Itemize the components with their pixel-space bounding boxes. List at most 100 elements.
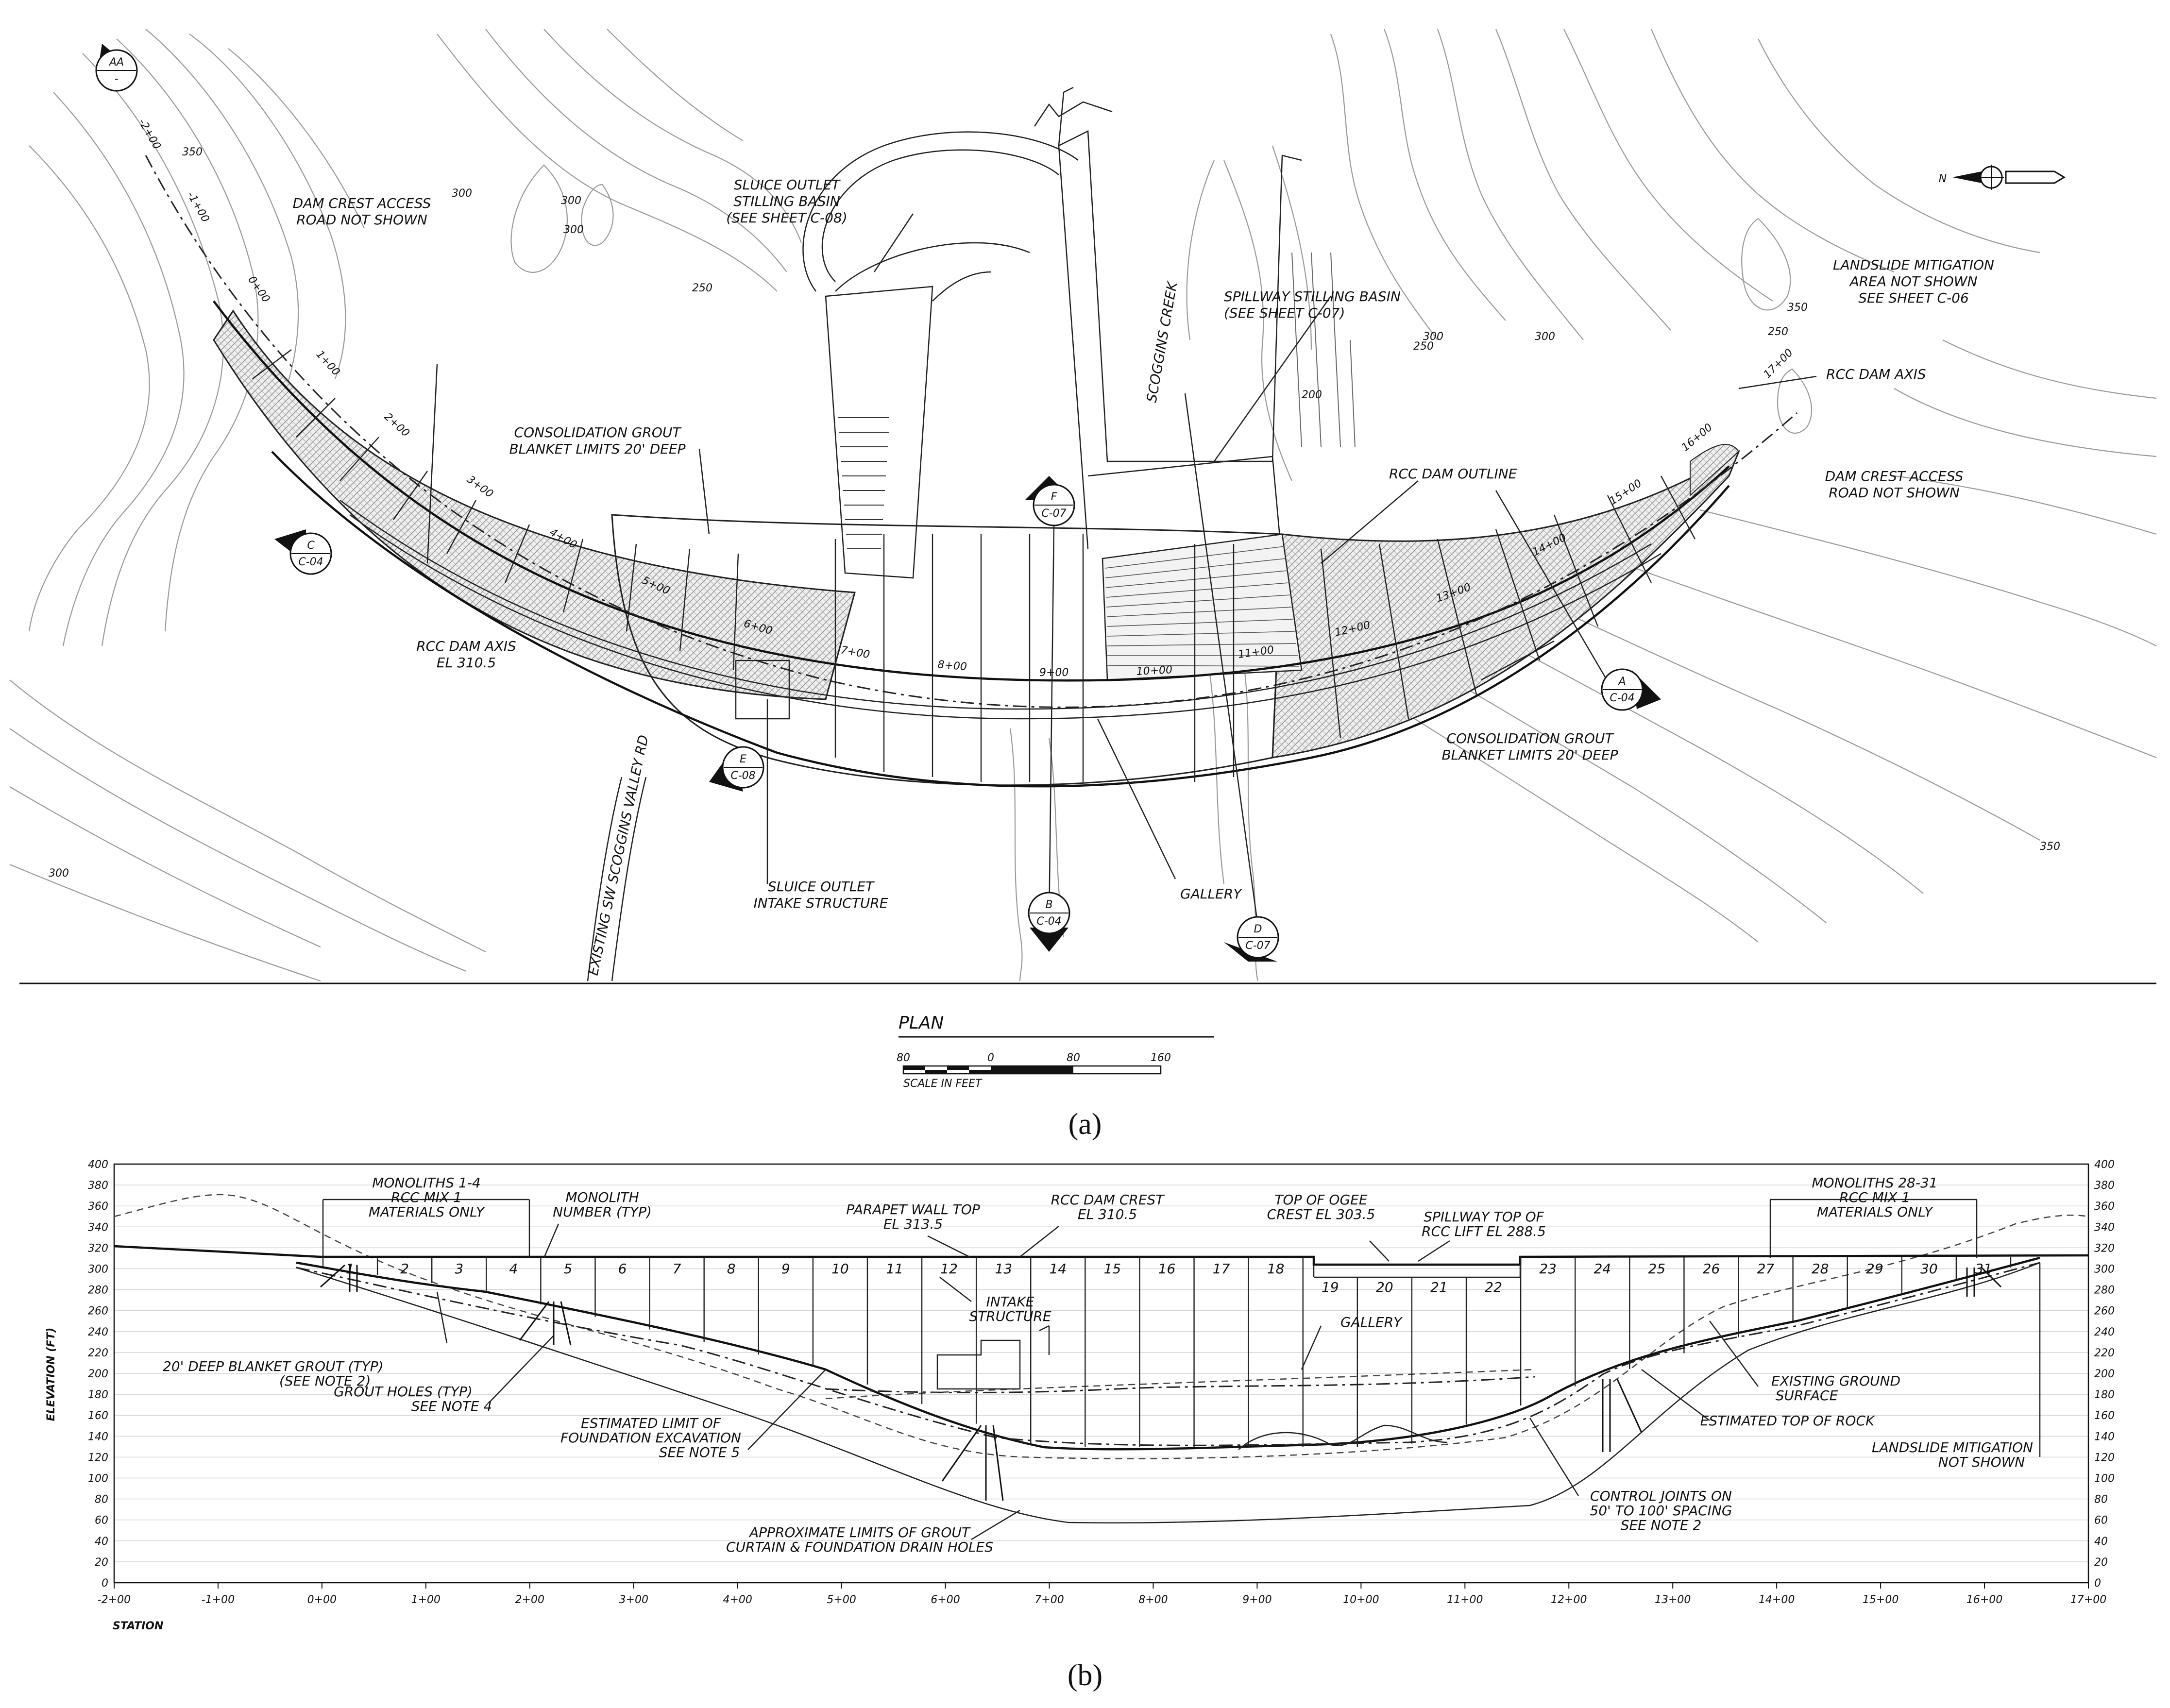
profile-labels: MONOLITHS 1-4 RCC MIX 1 MATERIALS ONLY M… <box>163 1175 2033 1555</box>
svg-text:ESTIMATED LIMIT OF: ESTIMATED LIMIT OF <box>581 1415 721 1431</box>
monolith-number: 25 <box>1648 1261 1666 1277</box>
svg-text:STRUCTURE: STRUCTURE <box>969 1308 1051 1324</box>
svg-text:EL 310.5: EL 310.5 <box>1078 1206 1137 1222</box>
svg-text:300: 300 <box>49 867 69 879</box>
svg-text:RCC DAM OUTLINE: RCC DAM OUTLINE <box>1389 466 1517 482</box>
svg-text:RCC MIX 1: RCC MIX 1 <box>1839 1189 1910 1205</box>
svg-text:C-04: C-04 <box>1036 915 1061 928</box>
svg-text:SEE NOTE 4: SEE NOTE 4 <box>411 1398 492 1414</box>
y-tick-label: 320 <box>88 1242 108 1254</box>
svg-text:MATERIALS ONLY: MATERIALS ONLY <box>1817 1204 1933 1220</box>
svg-text:BLANKET LIMITS 20' DEEP: BLANKET LIMITS 20' DEEP <box>509 441 685 457</box>
x-tick-label: -2+00 <box>98 1594 131 1606</box>
y-tick-label: 320 <box>2094 1242 2115 1254</box>
svg-text:MONOLITHS 28-31: MONOLITHS 28-31 <box>1812 1175 1937 1191</box>
svg-text:NOT SHOWN: NOT SHOWN <box>1938 1454 2025 1470</box>
road-edge <box>587 777 623 981</box>
y-tick-label: 260 <box>2094 1305 2115 1318</box>
svg-text:80: 80 <box>897 1052 910 1064</box>
x-tick-label: 16+00 <box>1967 1594 2002 1606</box>
y-tick-label: 140 <box>2094 1431 2115 1443</box>
svg-text:GALLERY: GALLERY <box>1180 886 1242 902</box>
svg-text:(SEE SHEET C-07): (SEE SHEET C-07) <box>1224 305 1345 321</box>
y-tick-label: 360 <box>2094 1201 2115 1213</box>
y-tick-label: 120 <box>2094 1452 2115 1464</box>
monolith-number: 10 <box>831 1261 849 1277</box>
topographic-contours <box>9 29 2157 982</box>
monolith-number: 4 <box>509 1261 518 1277</box>
monolith-number: 7 <box>673 1261 681 1277</box>
svg-text:8+00: 8+00 <box>937 659 967 673</box>
svg-text:SCOGGINS CREEK: SCOGGINS CREEK <box>1143 279 1181 404</box>
monolith-number: 23 <box>1539 1261 1557 1277</box>
monolith-number: 28 <box>1812 1261 1829 1277</box>
y-tick-label: 200 <box>2094 1368 2115 1380</box>
svg-text:LANDSLIDE MITIGATION: LANDSLIDE MITIGATION <box>1872 1439 2033 1455</box>
x-tick-label: -1+00 <box>202 1594 235 1606</box>
section-marker: B C-04 <box>1028 892 1070 952</box>
svg-text:SPILLWAY STILLING BASIN: SPILLWAY STILLING BASIN <box>1224 288 1401 304</box>
x-tick-label: 3+00 <box>619 1594 648 1606</box>
svg-text:MONOLITHS 1-4: MONOLITHS 1-4 <box>372 1175 481 1191</box>
y-tick-label: 20 <box>2094 1556 2108 1569</box>
monolith-number: 26 <box>1703 1261 1720 1277</box>
y-tick-label: 400 <box>2094 1159 2115 1171</box>
y-tick-label: 300 <box>88 1264 108 1276</box>
north-arrow-icon: N <box>1939 165 2066 190</box>
spillway-stilling-basin <box>1058 86 1356 564</box>
svg-text:FOUNDATION EXCAVATION: FOUNDATION EXCAVATION <box>560 1430 741 1446</box>
svg-text:A: A <box>1617 676 1626 688</box>
contour-labels: 350 300 300 300 250 300 250 200 300 250 … <box>49 146 2060 879</box>
svg-text:GALLERY: GALLERY <box>1340 1314 1403 1330</box>
y-tick-label: 380 <box>88 1180 108 1192</box>
svg-text:STILLING BASIN: STILLING BASIN <box>733 193 840 209</box>
svg-text:APPROXIMATE LIMITS OF GROUT: APPROXIMATE LIMITS OF GROUT <box>748 1524 971 1540</box>
svg-text:C-07: C-07 <box>1041 507 1066 520</box>
y-tick-label: 120 <box>88 1452 108 1464</box>
svg-text:N: N <box>1939 173 1947 185</box>
svg-text:0+00: 0+00 <box>245 274 272 305</box>
svg-text:BLANKET LIMITS 20' DEEP: BLANKET LIMITS 20' DEEP <box>1441 747 1618 763</box>
plan-title: PLAN <box>899 1013 944 1033</box>
y-tick-label: 160 <box>2094 1410 2115 1422</box>
monolith-number: 27 <box>1757 1261 1775 1277</box>
y-tick-label: 100 <box>88 1473 108 1485</box>
y-tick-label: 260 <box>88 1305 108 1318</box>
svg-text:300: 300 <box>1535 331 1555 343</box>
svg-text:GROUT HOLES (TYP): GROUT HOLES (TYP) <box>334 1384 473 1400</box>
svg-text:SEE NOTE 2: SEE NOTE 2 <box>1621 1517 1702 1533</box>
monolith-number: 19 <box>1322 1279 1339 1295</box>
svg-text:LANDSLIDE MITIGATION: LANDSLIDE MITIGATION <box>1833 257 1994 273</box>
profile-geometry <box>114 1194 2089 1524</box>
y-tick-label: 60 <box>95 1515 108 1527</box>
monolith-number: 16 <box>1158 1261 1176 1277</box>
svg-text:-2+00: -2+00 <box>136 117 163 152</box>
svg-text:SURFACE: SURFACE <box>1776 1387 1838 1404</box>
y-tick-label: 140 <box>88 1431 108 1443</box>
svg-text:350: 350 <box>182 146 203 158</box>
profile-gridlines <box>114 1164 2088 1583</box>
monolith-number: 22 <box>1485 1279 1502 1295</box>
monolith-number: 12 <box>940 1261 958 1277</box>
y-tick-label: 200 <box>88 1368 108 1380</box>
svg-text:EXISTING SW SCOGGINS VALLEY RD: EXISTING SW SCOGGINS VALLEY RD <box>585 734 652 977</box>
svg-text:AA: AA <box>108 56 124 68</box>
svg-text:B: B <box>1045 899 1052 911</box>
svg-text:350: 350 <box>1787 302 1808 314</box>
x-tick-label: 2+00 <box>515 1594 544 1606</box>
svg-text:10+00: 10+00 <box>1136 664 1173 678</box>
monolith-number: 8 <box>727 1261 736 1277</box>
svg-text:CREST EL 303.5: CREST EL 303.5 <box>1267 1206 1375 1222</box>
svg-text:1+00: 1+00 <box>314 348 342 378</box>
x-tick-label: 8+00 <box>1138 1594 1168 1606</box>
y-tick-label: 380 <box>2094 1180 2115 1192</box>
svg-text:300: 300 <box>452 187 472 200</box>
svg-text:RCC LIFT EL 288.5: RCC LIFT EL 288.5 <box>1422 1223 1546 1239</box>
top-of-rock-line <box>296 1262 2040 1446</box>
svg-text:CONSOLIDATION GROUT: CONSOLIDATION GROUT <box>1447 730 1614 746</box>
x-tick-label: 0+00 <box>307 1594 337 1606</box>
svg-text:C-08: C-08 <box>730 770 755 782</box>
